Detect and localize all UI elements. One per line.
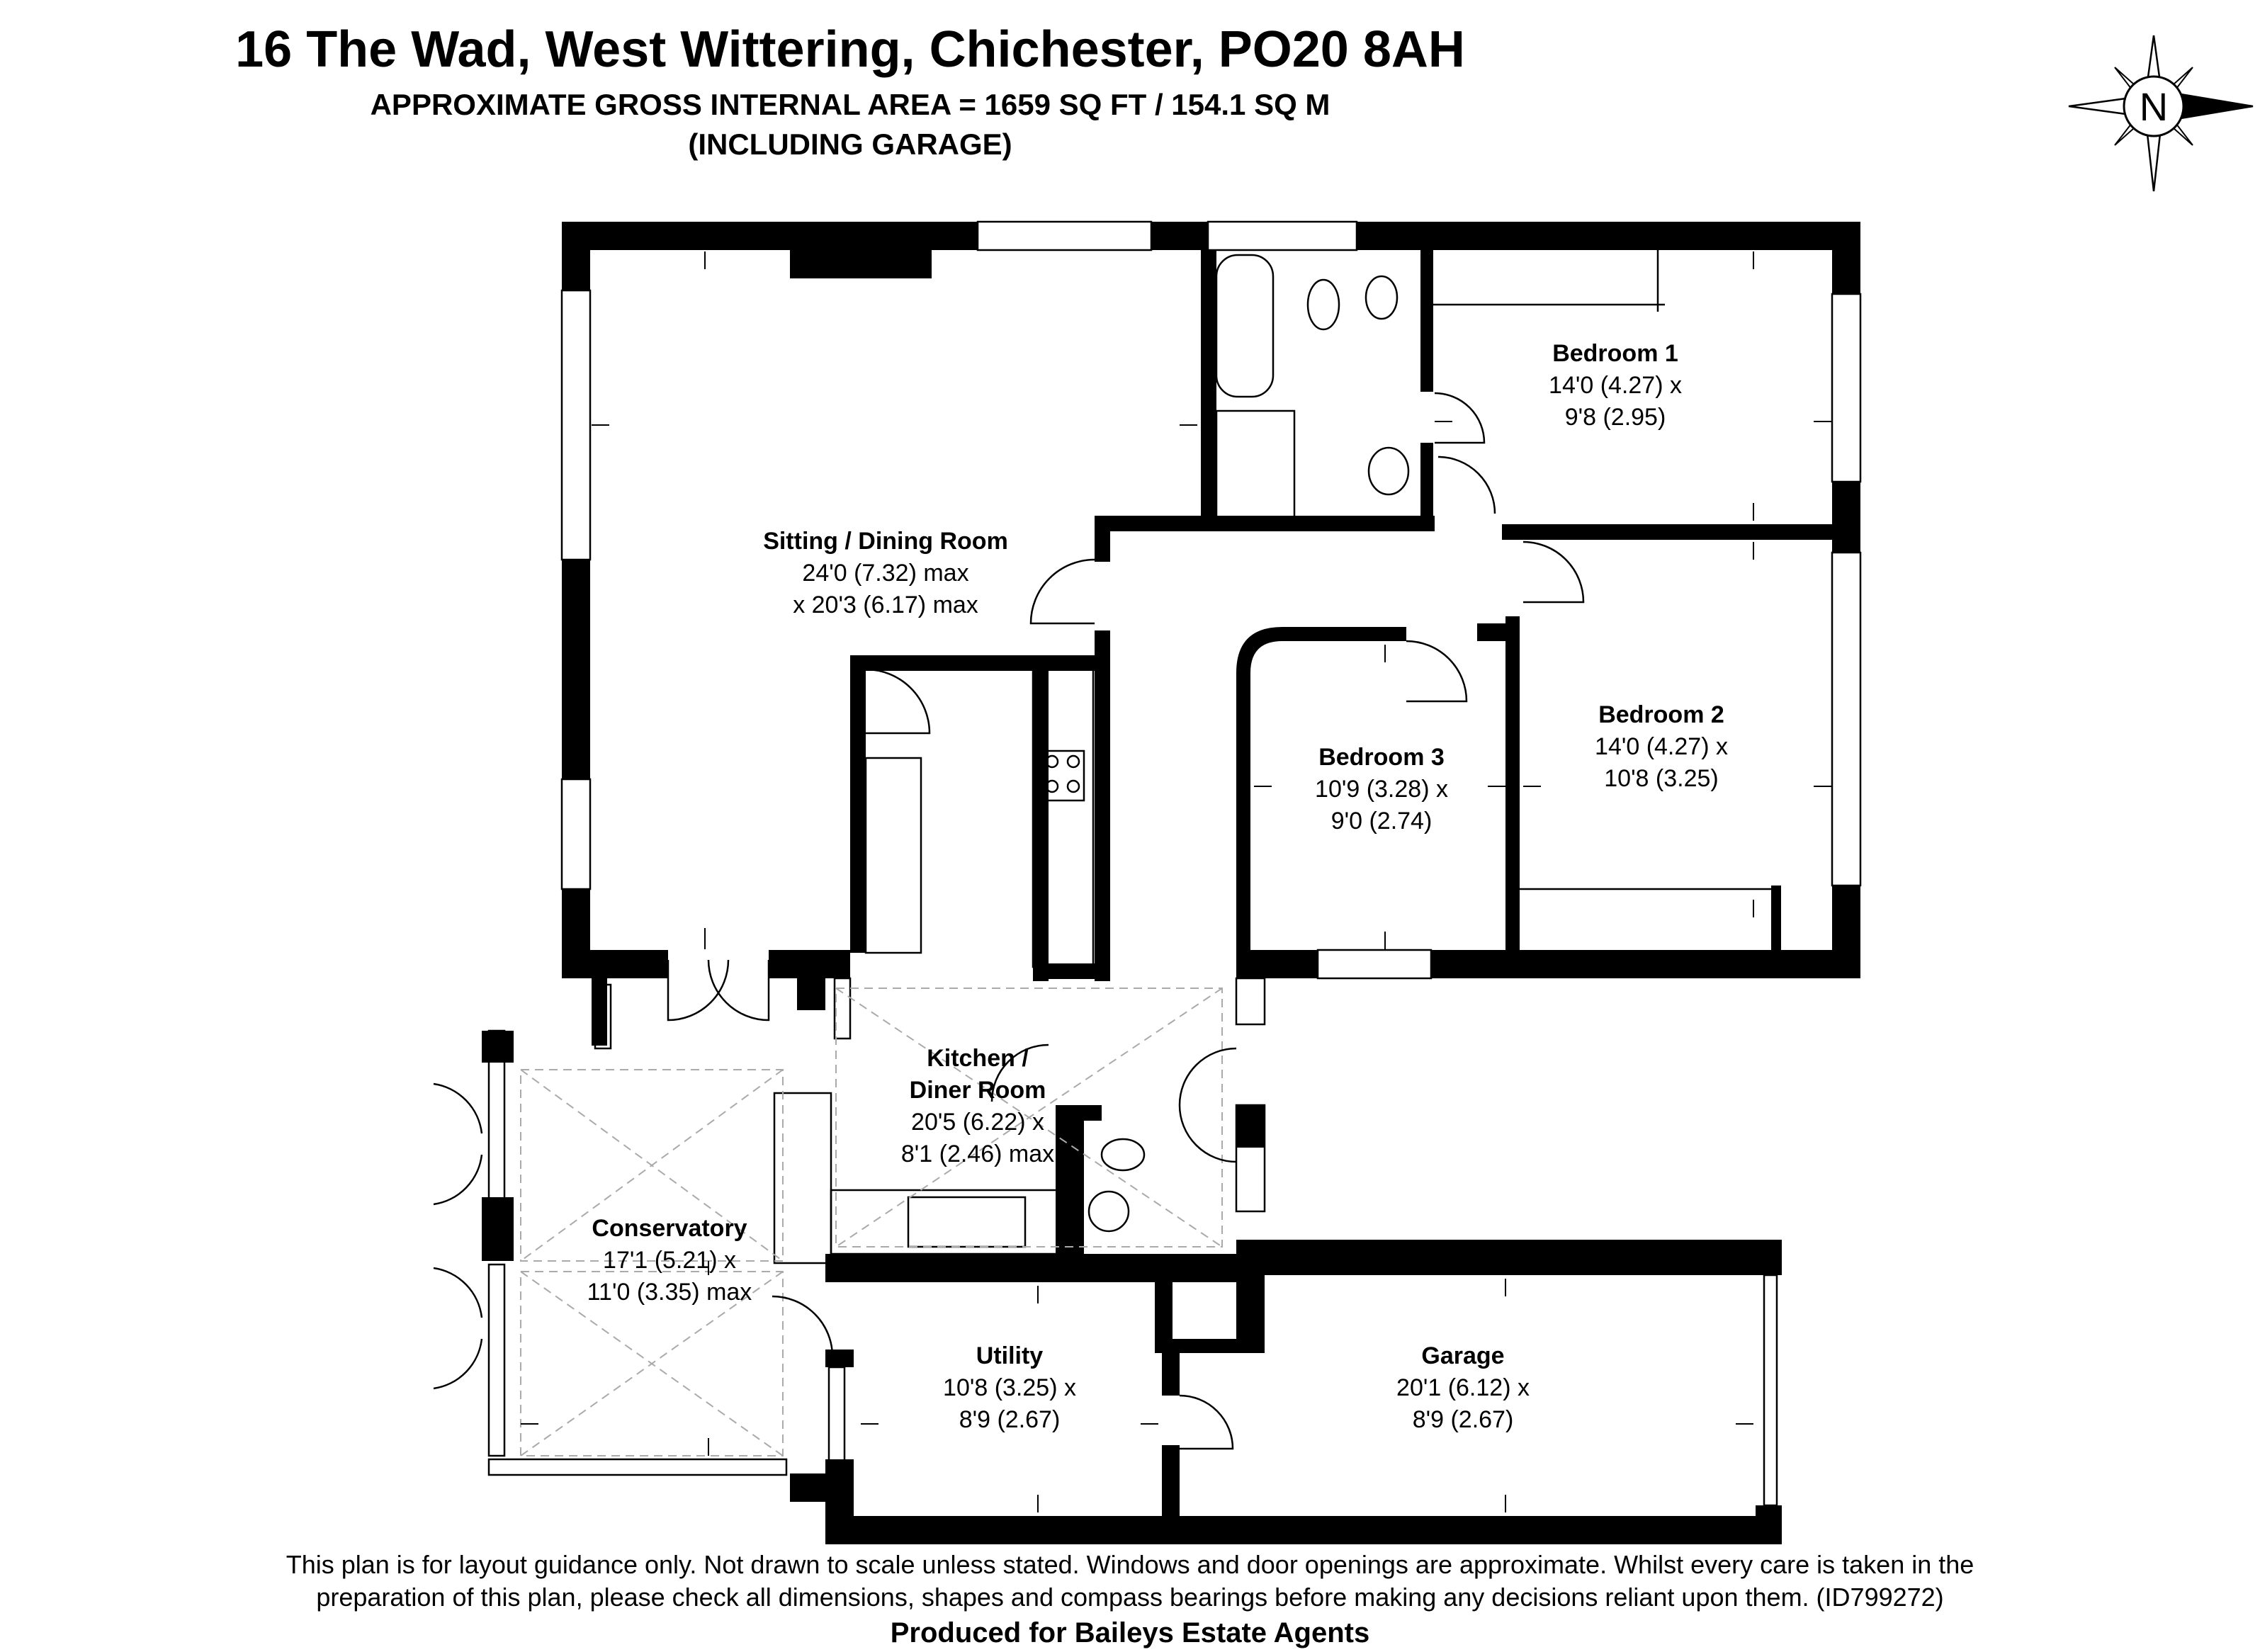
room-dimensions: 14'0 (4.27) x bbox=[1549, 372, 1682, 399]
sink-icon bbox=[907, 1196, 1027, 1248]
room-dimensions: 20'5 (6.22) x bbox=[911, 1109, 1044, 1136]
room-name: Bedroom 2 bbox=[1598, 701, 1724, 728]
ceiling-lines bbox=[520, 988, 1223, 1456]
compass-label: N bbox=[2140, 84, 2168, 129]
room-dimensions: 10'8 (3.25) bbox=[1604, 765, 1718, 792]
header: 16 The Wad, West Wittering, Chichester, … bbox=[0, 14, 1700, 164]
compass-circle bbox=[2123, 75, 2185, 137]
doors bbox=[433, 392, 1585, 1450]
room-sitting: Sitting / Dining Room 24'0 (7.32) max x … bbox=[763, 528, 1008, 618]
toilet-icon bbox=[1100, 1138, 1146, 1172]
dimension-arrows bbox=[521, 251, 1831, 1512]
room-name: Garage bbox=[1421, 1342, 1504, 1369]
room-dimensions: 24'0 (7.32) max bbox=[802, 560, 968, 587]
room-dimensions: 20'1 (6.12) x bbox=[1396, 1374, 1530, 1401]
room-name: Kitchen / bbox=[927, 1045, 1029, 1072]
room-conservatory: Conservatory 17'1 (5.21) x 11'0 (3.35) m… bbox=[587, 1215, 752, 1306]
basin-icon bbox=[1367, 446, 1410, 496]
disclaimer-line: This plan is for layout guidance only. N… bbox=[286, 1550, 1974, 1579]
toilet-icon bbox=[1365, 275, 1399, 320]
area-note: (INCLUDING GARAGE) bbox=[688, 128, 1012, 161]
footer: This plan is for layout guidance only. N… bbox=[0, 1549, 2260, 1652]
room-name: Sitting / Dining Room bbox=[763, 528, 1008, 555]
hob-icon bbox=[1040, 749, 1085, 802]
room-kitchen: Kitchen / Diner Room 20'5 (6.22) x 8'1 (… bbox=[901, 1045, 1054, 1167]
room-name: Bedroom 3 bbox=[1318, 744, 1445, 771]
bath-icon bbox=[1215, 254, 1275, 398]
room-utility: Utility 10'8 (3.25) x 8'9 (2.67) bbox=[943, 1342, 1076, 1433]
room-bedroom-3: Bedroom 3 10'9 (3.28) x 9'0 (2.74) bbox=[1315, 744, 1448, 835]
room-dimensions: 8'9 (2.67) bbox=[959, 1406, 1061, 1433]
room-dimensions: 17'1 (5.21) x bbox=[603, 1247, 736, 1274]
room-dimensions: 9'0 (2.74) bbox=[1331, 808, 1433, 835]
disclaimer-line: preparation of this plan, please check a… bbox=[316, 1583, 1944, 1612]
room-dimensions: 14'0 (4.27) x bbox=[1595, 733, 1728, 760]
room-dimensions: 10'9 (3.28) x bbox=[1315, 776, 1448, 803]
room-dimensions: 9'8 (2.95) bbox=[1565, 404, 1666, 431]
room-garage: Garage 20'1 (6.12) x 8'9 (2.67) bbox=[1396, 1342, 1530, 1433]
room-dimensions: 10'8 (3.25) x bbox=[943, 1374, 1076, 1401]
room-name: Utility bbox=[976, 1342, 1044, 1369]
room-dimensions: 11'0 (3.35) max bbox=[587, 1279, 752, 1306]
interior-walls bbox=[482, 250, 1860, 1544]
plan-title: 16 The Wad, West Wittering, Chichester, … bbox=[235, 21, 1465, 78]
room-dimensions: x 20'3 (6.17) max bbox=[793, 592, 978, 618]
room-bedroom-2: Bedroom 2 14'0 (4.27) x 10'8 (3.25) bbox=[1595, 701, 1728, 792]
room-name: Conservatory bbox=[592, 1215, 747, 1242]
produced-for: Produced for Baileys Estate Agents bbox=[890, 1617, 1370, 1648]
room-bedroom-1: Bedroom 1 14'0 (4.27) x 9'8 (2.95) bbox=[1549, 340, 1682, 431]
basin-icon bbox=[1087, 1190, 1130, 1233]
toilet-icon bbox=[1306, 278, 1340, 331]
room-dimensions: 8'9 (2.67) bbox=[1413, 1406, 1514, 1433]
room-dimensions: 8'1 (2.46) max bbox=[901, 1141, 1054, 1167]
room-name: Diner Room bbox=[910, 1077, 1046, 1104]
compass-rose-icon: N bbox=[2068, 35, 2254, 192]
room-name: Bedroom 1 bbox=[1552, 340, 1678, 367]
shower-icon bbox=[1215, 409, 1296, 526]
area-line: APPROXIMATE GROSS INTERNAL AREA = 1659 S… bbox=[370, 88, 1330, 121]
